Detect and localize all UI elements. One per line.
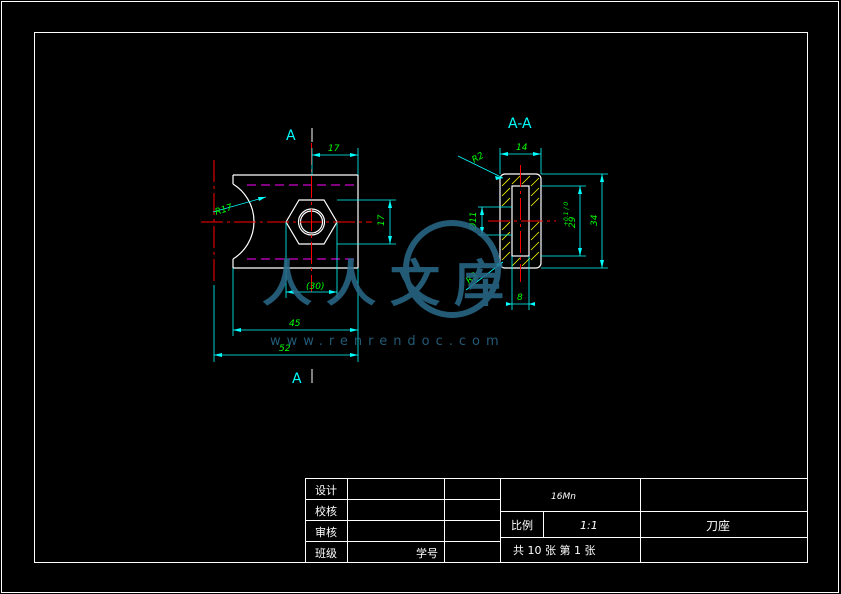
dim-section-inner-height: 29 <box>568 216 578 228</box>
tb-material: 16Mn <box>551 492 576 502</box>
tb-label-class: 班级 <box>315 547 337 560</box>
dim-front-hex-height: 17 <box>377 214 387 226</box>
front-view: A A <box>201 128 396 387</box>
front-dimension-arrows <box>214 153 392 357</box>
section-dimension-arrows <box>480 152 604 306</box>
tb-label-student-id: 学号 <box>416 546 438 560</box>
front-view-label-top: A <box>286 128 296 144</box>
dim-section-bottom-width: 8 <box>517 293 523 303</box>
watermark: 人人文库 www.renrendoc.com <box>262 220 518 349</box>
tb-scale-label: 比例 <box>511 518 533 532</box>
front-view-label-bottom: A <box>292 371 302 387</box>
front-centerlines <box>201 143 372 292</box>
tb-sheet-info: 共 10 张 第 1 张 <box>513 543 595 557</box>
tb-part-name: 刀座 <box>706 518 730 533</box>
dim-front-hex-flat: (30) <box>306 282 324 292</box>
tb-label-design: 设计 <box>315 484 337 497</box>
front-hidden-lines <box>247 184 358 260</box>
front-dimension-lines <box>212 148 396 362</box>
tb-label-review: 审核 <box>315 525 337 539</box>
watermark-text: 人人文库 <box>262 255 518 313</box>
tb-label-check: 校核 <box>315 504 337 518</box>
dim-front-inner-width: 45 <box>289 319 301 329</box>
watermark-logo-ring <box>403 220 501 318</box>
dim-section-top-width: 14 <box>516 143 528 153</box>
title-block: 设计 校核 审核 班级 学号 16Mn 比例 1:1 刀座 共 10 张 第 1… <box>305 478 808 563</box>
section-view-label: A-A <box>508 116 532 132</box>
dim-section-overall-height: 34 <box>590 214 600 226</box>
dim-front-radius: R17 <box>214 203 234 218</box>
dim-section-inner-height-tol: +0.1 / 0 <box>563 202 570 226</box>
dim-section-bore: Ø11 <box>468 211 479 231</box>
section-centerlines <box>488 165 556 282</box>
dim-front-overall-width: 52 <box>279 344 291 354</box>
dim-front-top-width: 17 <box>328 144 340 154</box>
watermark-url: www.renrendoc.com <box>270 334 505 349</box>
tb-scale-value: 1:1 <box>580 519 598 532</box>
section-view: A-A <box>457 116 608 310</box>
